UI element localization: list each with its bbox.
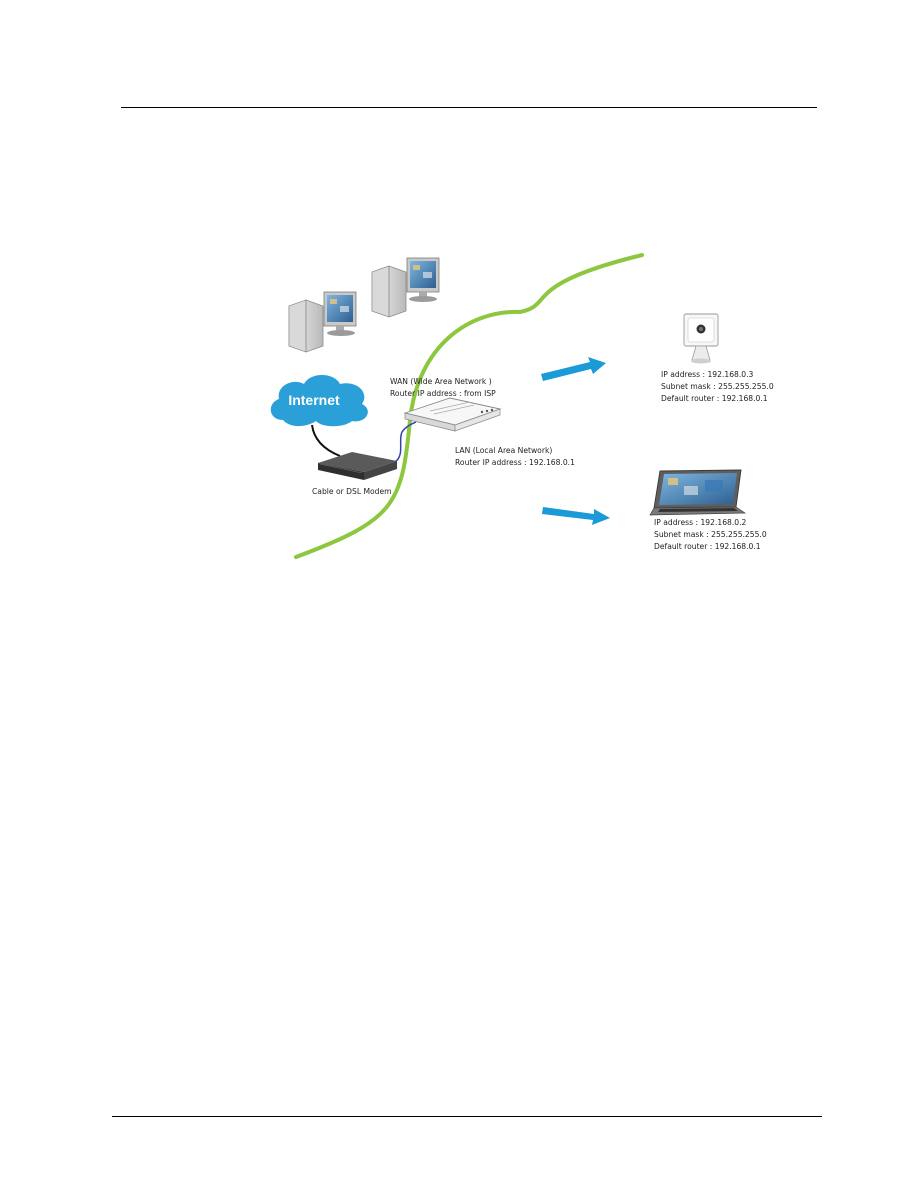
camera-subnet: Subnet mask : 255.255.255.0	[661, 382, 774, 391]
lan-router-ip: Router IP address : 192.168.0.1	[455, 458, 575, 467]
modem-router-cable	[394, 421, 417, 463]
laptop-gateway: Default router : 192.168.0.1	[654, 542, 761, 551]
camera-gateway: Default router : 192.168.0.1	[661, 394, 768, 403]
wan-router-ip: Router IP address : from ISP	[390, 389, 496, 398]
arrow-to-camera-icon	[541, 357, 606, 381]
wan-title: WAN (Wide Area Network )	[390, 377, 492, 386]
laptop-ip: IP address : 192.168.0.2	[654, 518, 747, 527]
modem-label: Cable or DSL Modem	[312, 487, 392, 496]
ip-camera-icon	[683, 313, 719, 364]
laptop-subnet: Subnet mask : 255.255.255.0	[654, 530, 767, 539]
desktop-pc-icon	[288, 291, 357, 353]
modem-icon	[318, 452, 397, 480]
router-icon	[403, 397, 502, 432]
internet-modem-cable	[311, 424, 341, 457]
internet-cloud-icon	[270, 375, 368, 427]
laptop-icon	[649, 469, 747, 516]
arrow-to-laptop-icon	[542, 507, 610, 525]
footer-rule	[112, 1116, 822, 1117]
camera-ip: IP address : 192.168.0.3	[661, 370, 754, 379]
internet-label: Internet	[288, 392, 340, 408]
wan-lan-boundary-curve	[294, 253, 644, 559]
desktop-pc-icon	[371, 257, 440, 318]
header-rule	[121, 107, 817, 108]
lan-title: LAN (Local Area Network)	[455, 446, 552, 455]
